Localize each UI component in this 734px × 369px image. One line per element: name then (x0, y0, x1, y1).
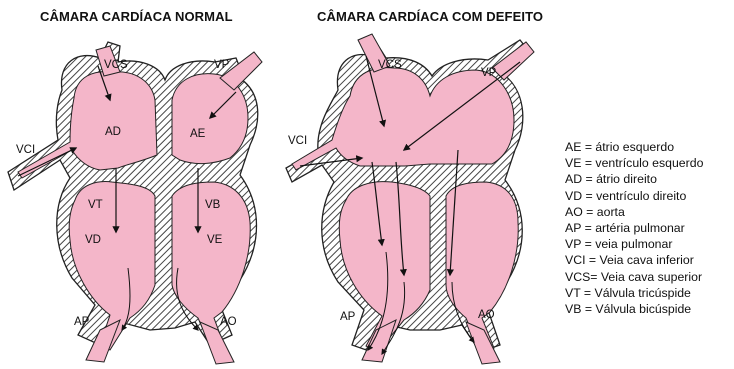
legend-item: VCI = Veia cava inferior (565, 252, 703, 268)
label-ad: AD (105, 126, 121, 138)
label-ae: AE (190, 128, 206, 140)
label-ap-defect: AP (340, 311, 356, 323)
label-vci-normal: VCI (16, 144, 35, 156)
legend-item: AO = aorta (565, 204, 703, 220)
legend-item: VP = veia pulmonar (565, 236, 703, 252)
label-ap-normal: AP (74, 316, 90, 328)
label-ao-defect: AO (478, 309, 495, 321)
legend-item: VD = ventrículo direito (565, 188, 703, 204)
right-atrium-normal (18, 72, 157, 178)
label-ve: VE (207, 234, 223, 246)
label-vd: VD (85, 234, 101, 246)
legend-item: VB = Válvula bicúspide (565, 301, 703, 317)
legend-item: AD = átrio direito (565, 171, 703, 187)
label-vp-normal: VP (214, 59, 230, 71)
normal-heart: VCS VP VCI AD AE VT VB VD VE AP AO (8, 42, 262, 364)
legend-item: AE = átrio esquerdo (565, 139, 703, 155)
label-vci-defect: VCI (288, 135, 307, 147)
legend-item: VT = Válvula tricúspide (565, 285, 703, 301)
label-vt: VT (88, 199, 103, 211)
legend-item: VCS= Veia cava superior (565, 269, 703, 285)
label-ao-normal: AO (220, 316, 237, 328)
label-vp-defect: VP (481, 67, 497, 79)
legend-item: AP = artéria pulmonar (565, 220, 703, 236)
legend-item: VE = ventrículo esquerdo (565, 155, 703, 171)
label-vcs-normal: VCS (104, 59, 128, 71)
legend: AE = átrio esquerdo VE = ventrículo esqu… (565, 139, 703, 317)
defective-heart: VCS VP VCI AP AO (286, 34, 534, 364)
label-vb: VB (205, 199, 221, 211)
label-vcs-defect: VCS (378, 59, 402, 71)
